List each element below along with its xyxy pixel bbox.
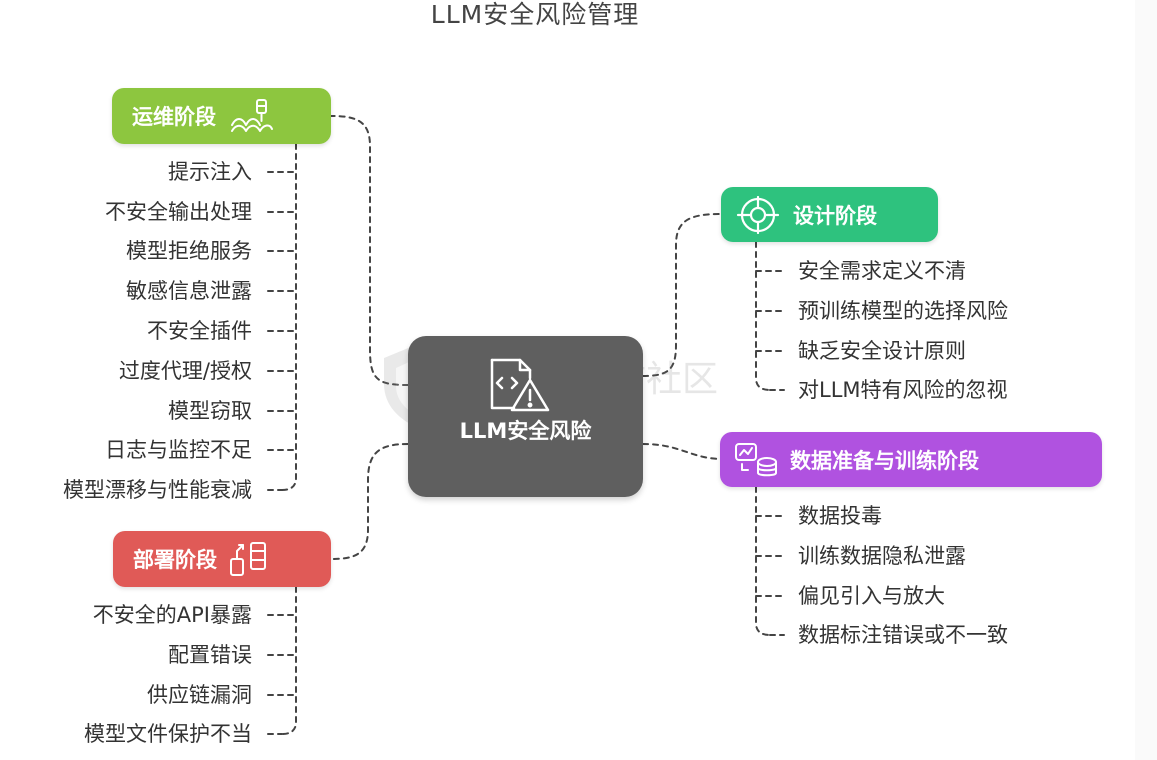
code-file-warning-icon bbox=[490, 358, 550, 412]
ops-trunk bbox=[281, 143, 297, 491]
branch-ops: 运维阶段 bbox=[112, 88, 331, 144]
list-item: 数据标注错误或不一致 bbox=[798, 623, 1008, 647]
list-item: 偏见引入与放大 bbox=[798, 584, 945, 608]
connector-center-data bbox=[642, 443, 721, 460]
list-item: 模型窃取 bbox=[168, 399, 252, 423]
list-item: 不安全插件 bbox=[147, 319, 252, 343]
list-item: 日志与监控不足 bbox=[105, 438, 252, 462]
connector-center-deploy bbox=[330, 443, 409, 560]
list-item: 不安全输出处理 bbox=[105, 200, 252, 224]
branch-design-label: 设计阶段 bbox=[793, 203, 877, 228]
branch-ops-label: 运维阶段 bbox=[132, 105, 216, 129]
list-item: 对LLM特有风险的忽视 bbox=[798, 378, 1008, 402]
diagram-title: LLM安全风险管理 bbox=[430, 0, 640, 29]
deploy-server-icon bbox=[229, 541, 269, 577]
connector-center-design bbox=[642, 213, 722, 377]
server-monitor-icon bbox=[230, 99, 274, 133]
list-item: 过度代理/授权 bbox=[118, 359, 252, 383]
list-item: 模型漂移与性能衰减 bbox=[63, 478, 252, 502]
list-item: 敏感信息泄露 bbox=[126, 279, 252, 303]
data-trunk bbox=[755, 486, 771, 636]
right-edge-strip bbox=[1135, 0, 1157, 760]
list-item: 训练数据隐私泄露 bbox=[798, 544, 966, 568]
list-item: 提示注入 bbox=[168, 160, 252, 184]
list-item: 模型拒绝服务 bbox=[126, 239, 252, 263]
list-item: 缺乏安全设计原则 bbox=[798, 339, 966, 363]
center-label: LLM安全风险 bbox=[459, 419, 592, 443]
design-trunk bbox=[755, 241, 771, 391]
connector-center-ops bbox=[330, 115, 409, 386]
list-item: 模型文件保护不当 bbox=[84, 722, 252, 746]
branch-data: 数据准备与训练阶段 bbox=[720, 432, 1102, 487]
branch-data-label: 数据准备与训练阶段 bbox=[790, 448, 979, 473]
branch-design: 设计阶段 bbox=[721, 187, 938, 242]
list-item: 供应链漏洞 bbox=[147, 683, 252, 707]
center-node: LLM安全风险 bbox=[408, 336, 643, 497]
target-design-icon bbox=[735, 195, 781, 234]
list-item: 配置错误 bbox=[168, 643, 252, 667]
list-item: 数据投毒 bbox=[798, 504, 882, 528]
data-training-icon bbox=[734, 442, 778, 478]
deploy-trunk bbox=[281, 586, 297, 735]
list-item: 不安全的API暴露 bbox=[92, 603, 252, 627]
branch-deploy-label: 部署阶段 bbox=[133, 548, 217, 572]
list-item: 安全需求定义不清 bbox=[798, 259, 966, 283]
list-item: 预训练模型的选择风险 bbox=[798, 299, 1008, 323]
branch-deploy: 部署阶段 bbox=[113, 531, 331, 587]
